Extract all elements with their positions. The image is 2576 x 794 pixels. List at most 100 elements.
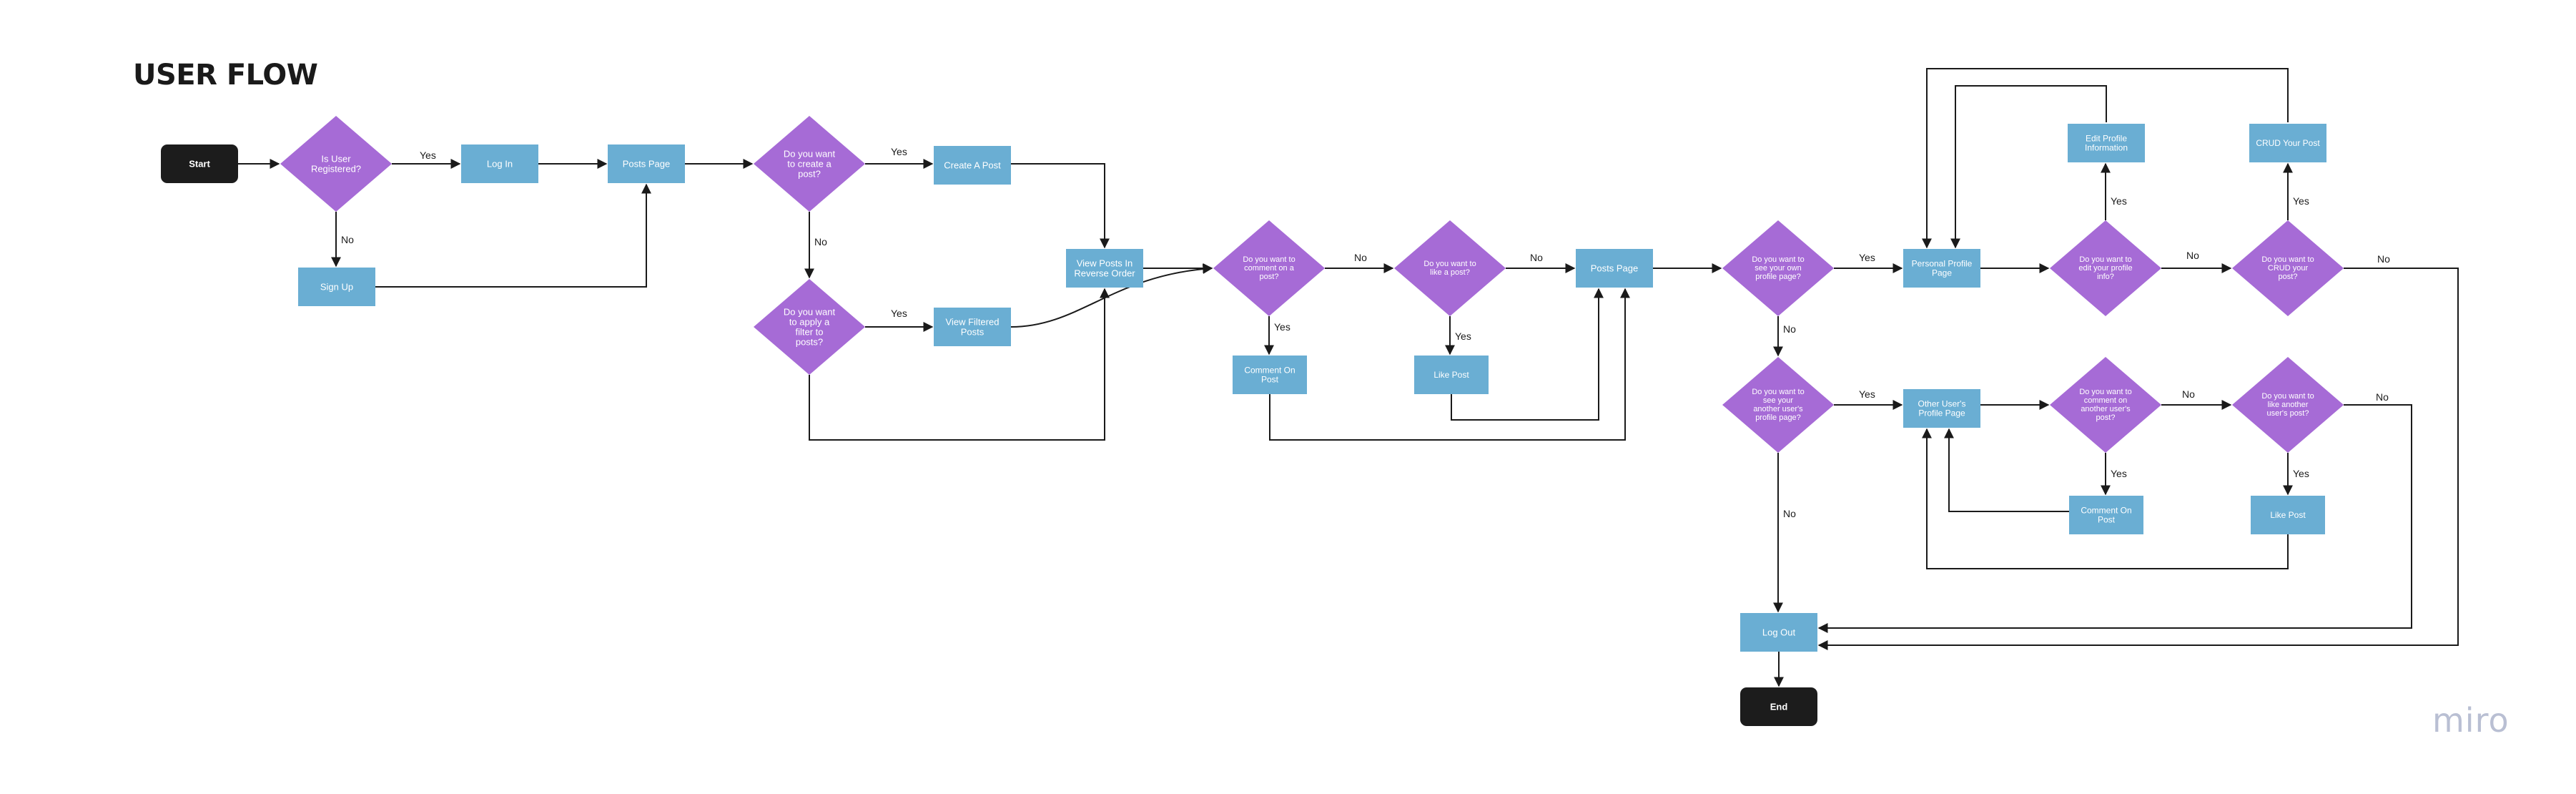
connector [1011, 163, 1110, 249]
connector [1451, 288, 1604, 421]
node-label: profile page? [1755, 413, 1801, 422]
node-create-post: Create A Post [934, 146, 1011, 185]
connector-label-yes: Yes [1859, 388, 1875, 400]
node-label: Do you want to [2261, 255, 2314, 264]
node-label: Edit Profile [2086, 134, 2127, 144]
node-label: Do you want to [1752, 388, 1804, 396]
node-label: CRUD Your Post [2256, 138, 2320, 148]
connector [1944, 428, 2106, 512]
node-posts-page-1: Posts Page [608, 144, 685, 183]
connector-label-no: No [341, 234, 354, 245]
node-label: Posts Page [623, 159, 671, 170]
connector-lines [238, 68, 2459, 687]
node-label: Posts Page [1591, 263, 1639, 274]
node-label: post? [2096, 413, 2116, 422]
connector-label-no: No [1530, 252, 1543, 263]
node-label: Reverse Order [1074, 268, 1135, 279]
node-label: post? [1260, 273, 1279, 281]
node-label: Post [1261, 375, 1279, 385]
connector-label-yes: Yes [1274, 321, 1291, 333]
node-label: comment on [2084, 396, 2128, 405]
node-like-post-2: Like Post [2251, 496, 2325, 534]
node-label: View Posts In [1077, 258, 1133, 269]
node-label: Create A Post [944, 160, 1001, 171]
node-label: Do you want to [1243, 255, 1295, 264]
node-start: Start [161, 144, 238, 183]
miro-logo: miro [2432, 701, 2510, 740]
node-label: Posts [961, 327, 984, 338]
node-posts-page-2: Posts Page [1576, 249, 1653, 288]
node-label: Do you want to [2079, 388, 2131, 396]
node-label: Is User [321, 154, 351, 165]
node-label: Sign Up [320, 282, 353, 293]
connector-label-yes: Yes [2111, 195, 2127, 207]
node-log-in: Log In [461, 144, 538, 183]
node-label: CRUD your [2268, 264, 2309, 273]
node-sign-up: Sign Up [298, 268, 375, 306]
connector-label-yes: Yes [1455, 330, 1471, 342]
node-label: Log In [487, 159, 513, 170]
page-title: USER FLOW [133, 59, 318, 92]
connector-label-no: No [2376, 391, 2389, 403]
connector-label-no: No [814, 236, 827, 247]
node-label: Comment On [1244, 366, 1295, 376]
connector-label-yes: Yes [420, 150, 436, 161]
node-label: post? [2279, 273, 2298, 281]
node-label: to create a [787, 159, 831, 170]
connector-label-no: No [2186, 250, 2199, 261]
connector [375, 183, 651, 288]
connector-label-yes: Yes [891, 146, 907, 157]
node-label: posts? [796, 337, 823, 348]
node-label: Do you want to [1423, 260, 1476, 268]
connector [1922, 428, 2289, 569]
connector [1950, 85, 2107, 249]
connector-label-no: No [2377, 253, 2390, 265]
connector-label-yes: Yes [2293, 195, 2309, 207]
connector [1010, 263, 1213, 328]
node-label: Do you want [784, 149, 836, 160]
node-label: Do you want [784, 307, 836, 318]
node-label: Profile Page [1918, 408, 1965, 418]
connector-label-no: No [1354, 252, 1367, 263]
node-label: View Filtered [946, 317, 1000, 328]
connector-label-yes: Yes [2111, 468, 2127, 479]
node-label: Post [2098, 515, 2116, 525]
node-label: Comment On [2081, 506, 2131, 516]
node-end: End [1740, 687, 1817, 726]
node-label: Personal Profile [1912, 259, 1973, 269]
node-label: Other User's [1918, 399, 1966, 409]
connector [1817, 268, 2459, 650]
node-label: Information [2085, 143, 2128, 153]
node-label: see your [1763, 396, 1794, 405]
node-label: Do you want to [2079, 255, 2131, 264]
node-label: another user's [2081, 405, 2131, 413]
node-label: Do you want to [2261, 392, 2314, 401]
connector [1817, 404, 2412, 633]
node-label: post? [798, 169, 821, 180]
node-label: user's post? [2267, 409, 2309, 418]
node-label: info? [2097, 273, 2114, 281]
connector-label-yes: Yes [891, 308, 907, 319]
connector-label-yes: Yes [1859, 252, 1875, 263]
node-label: Do you want to [1752, 255, 1804, 264]
node-label: End [1770, 702, 1788, 712]
node-label: like another [2268, 401, 2309, 409]
node-label: Registered? [311, 164, 361, 175]
node-label: comment on a [1244, 264, 1295, 273]
